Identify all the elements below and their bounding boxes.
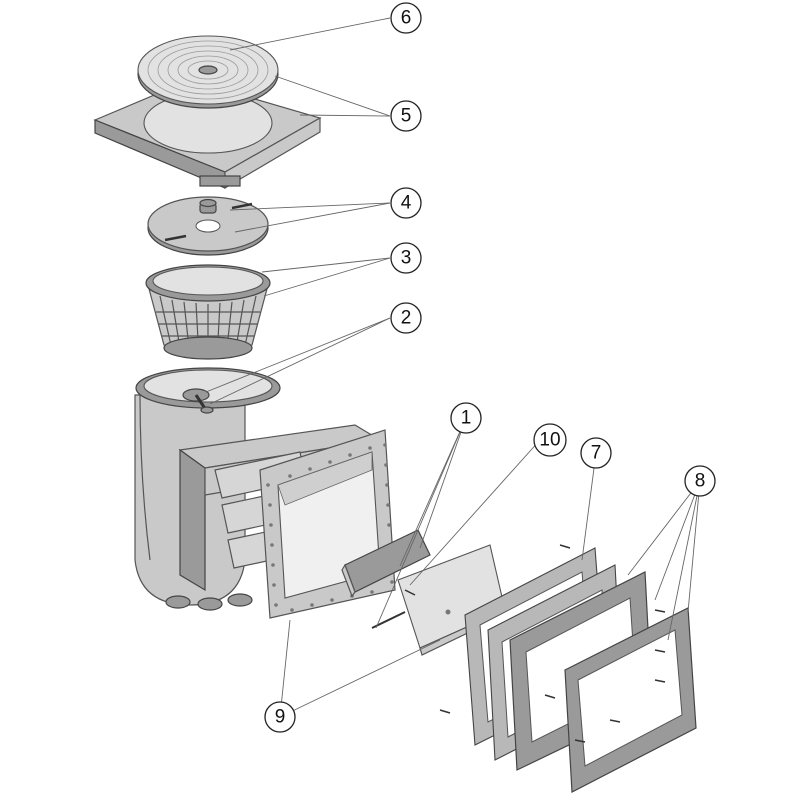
callout-8-label: 8 [695,471,706,492]
screws [439,544,666,743]
strainer-basket [145,264,271,360]
callout-4-label: 4 [401,193,412,214]
callout-3-label: 3 [401,248,412,269]
face-plate [564,607,697,793]
callout-1-label: 1 [461,408,472,429]
callout-9: 9 [264,701,296,733]
callout-5: 5 [390,100,422,132]
callout-6-label: 6 [401,8,412,29]
callout-10-label: 10 [539,430,560,451]
callout-5-label: 5 [401,106,412,127]
callout-6: 6 [390,2,422,34]
callout-9-label: 9 [275,707,286,728]
leader-lines [205,17,701,718]
weir-plate [147,196,269,256]
skimmer-lid [137,35,279,109]
callout-8: 8 [684,465,716,497]
callout-2-label: 2 [401,308,412,329]
square-collar [93,79,322,190]
callout-1: 1 [450,402,482,434]
callout-7-label: 7 [591,443,602,464]
callout-3: 3 [390,242,422,274]
callout-10: 10 [533,423,567,457]
callout-7: 7 [580,437,612,469]
callout-4: 4 [390,187,422,219]
callout-2: 2 [390,302,422,334]
